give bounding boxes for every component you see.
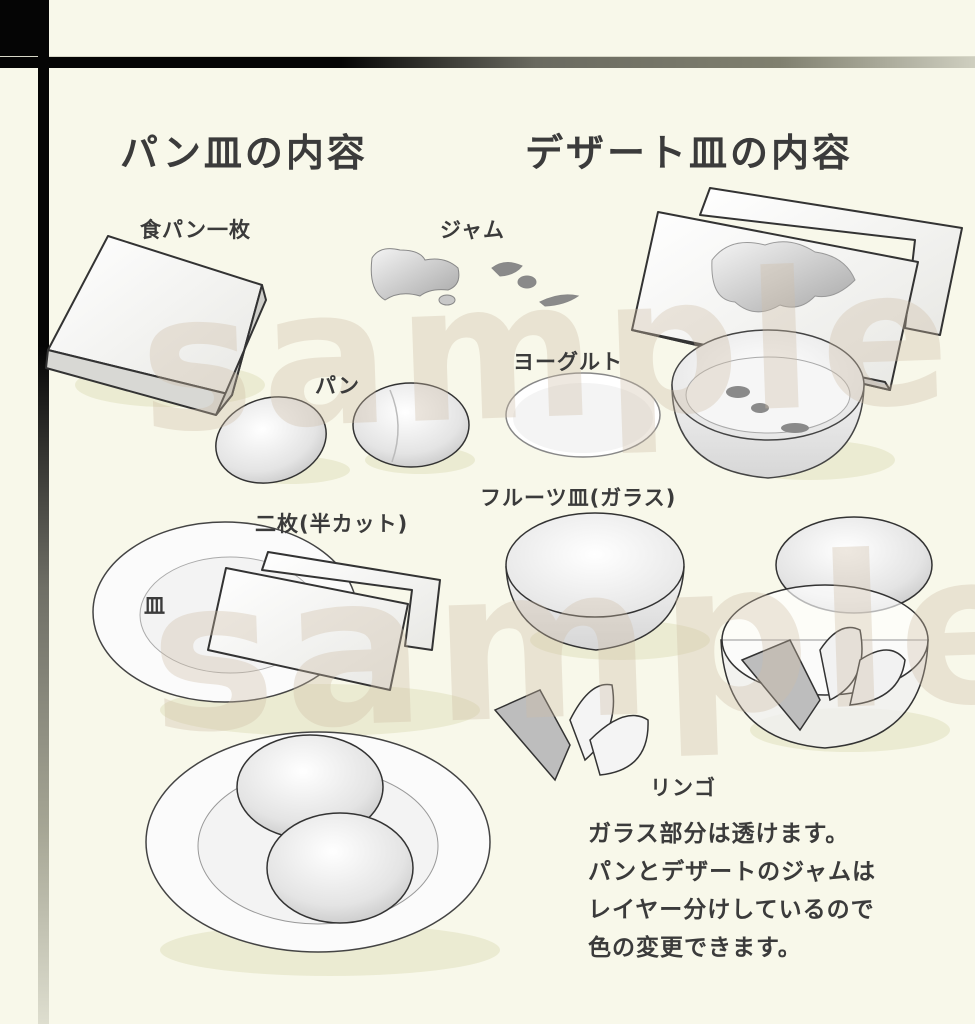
glass-fruit-bowl	[505, 512, 685, 651]
note-text: ガラス部分は透けます。 パンとデザートのジャムは レイヤー分けしているので 色の…	[588, 815, 876, 967]
plate-with-toast	[92, 521, 441, 703]
note-line: レイヤー分けしているので	[588, 897, 875, 923]
label-bread-rolls: パン	[315, 374, 361, 398]
yogurt-bowl	[671, 329, 865, 479]
note-line: ガラス部分は透けます。	[588, 821, 850, 847]
label-yogurt: ヨーグルト	[513, 350, 623, 374]
label-one-slice-bread: 食パン一枚	[140, 218, 252, 242]
heading-dessert-plate: デザート皿の内容	[525, 131, 854, 175]
label-apple: リンゴ	[650, 776, 716, 800]
corner-block	[0, 0, 49, 66]
label-fruit-bowl-glass: フルーツ皿(ガラス)	[480, 486, 677, 510]
label-jam: ジャム	[440, 218, 505, 242]
bread-slice-single	[45, 235, 267, 416]
left-rule-divider	[38, 56, 49, 1024]
jam-blobs	[370, 248, 580, 307]
heading-bread-plate: パン皿の内容	[120, 131, 368, 175]
apple-slices	[493, 683, 649, 782]
yogurt-dish	[505, 372, 661, 458]
label-plate: 皿	[144, 594, 166, 618]
bread-rolls-pair	[215, 382, 470, 484]
note-line: 色の変更できます。	[588, 935, 802, 961]
label-two-slices-half-cut: 二枚(半カット)	[255, 512, 409, 536]
plate-with-rolls	[145, 731, 491, 953]
note-line: パンとデザートのジャムは	[588, 859, 876, 885]
glass-bowl-with-apples	[720, 516, 933, 749]
top-rule-divider	[0, 56, 975, 68]
